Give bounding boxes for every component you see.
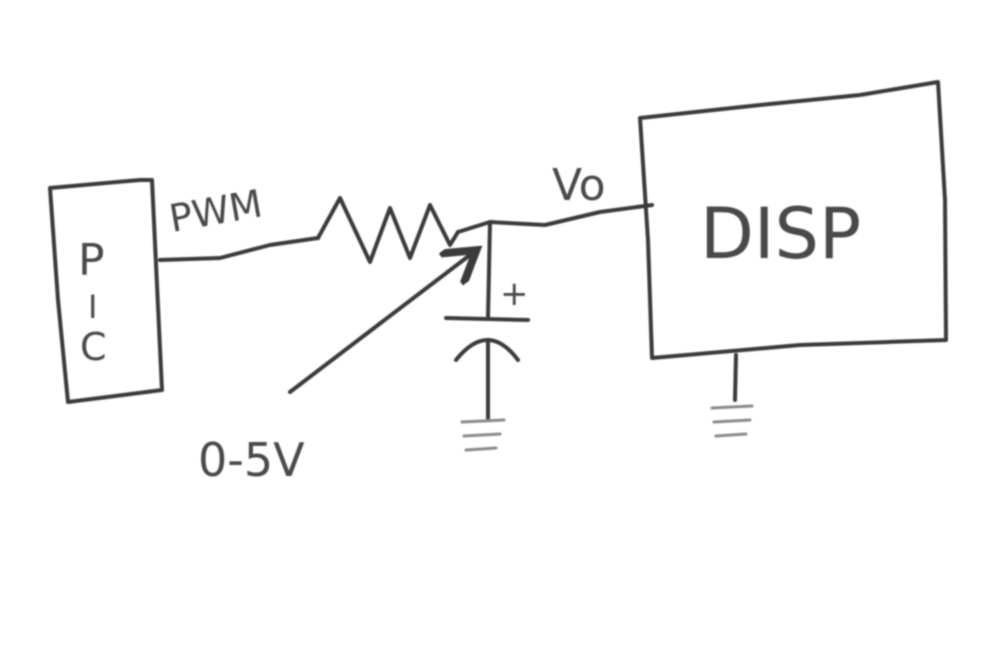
ground-symbol-display (710, 404, 754, 438)
pwm-label: PWM (166, 181, 266, 241)
vo-label: Vo (552, 160, 606, 211)
pic-box (48, 178, 164, 404)
control-arrow (288, 255, 470, 394)
ground-symbol-capacitor (460, 418, 506, 452)
resistor (316, 196, 460, 264)
pic-label-c: C (80, 325, 107, 369)
display-label: DISP (700, 193, 861, 275)
display-box (638, 80, 948, 360)
capacitor-top-lead (486, 220, 492, 320)
node-wire (456, 203, 654, 234)
pic-label-i: I (88, 288, 97, 326)
display-ground-lead (733, 353, 738, 402)
control-voltage-label: 0-5V (198, 433, 305, 487)
capacitor-plate-positive (444, 316, 530, 322)
pwm-wire (158, 236, 320, 262)
capacitor-plus-label: + (500, 274, 529, 314)
pic-label-p: P (78, 235, 105, 286)
